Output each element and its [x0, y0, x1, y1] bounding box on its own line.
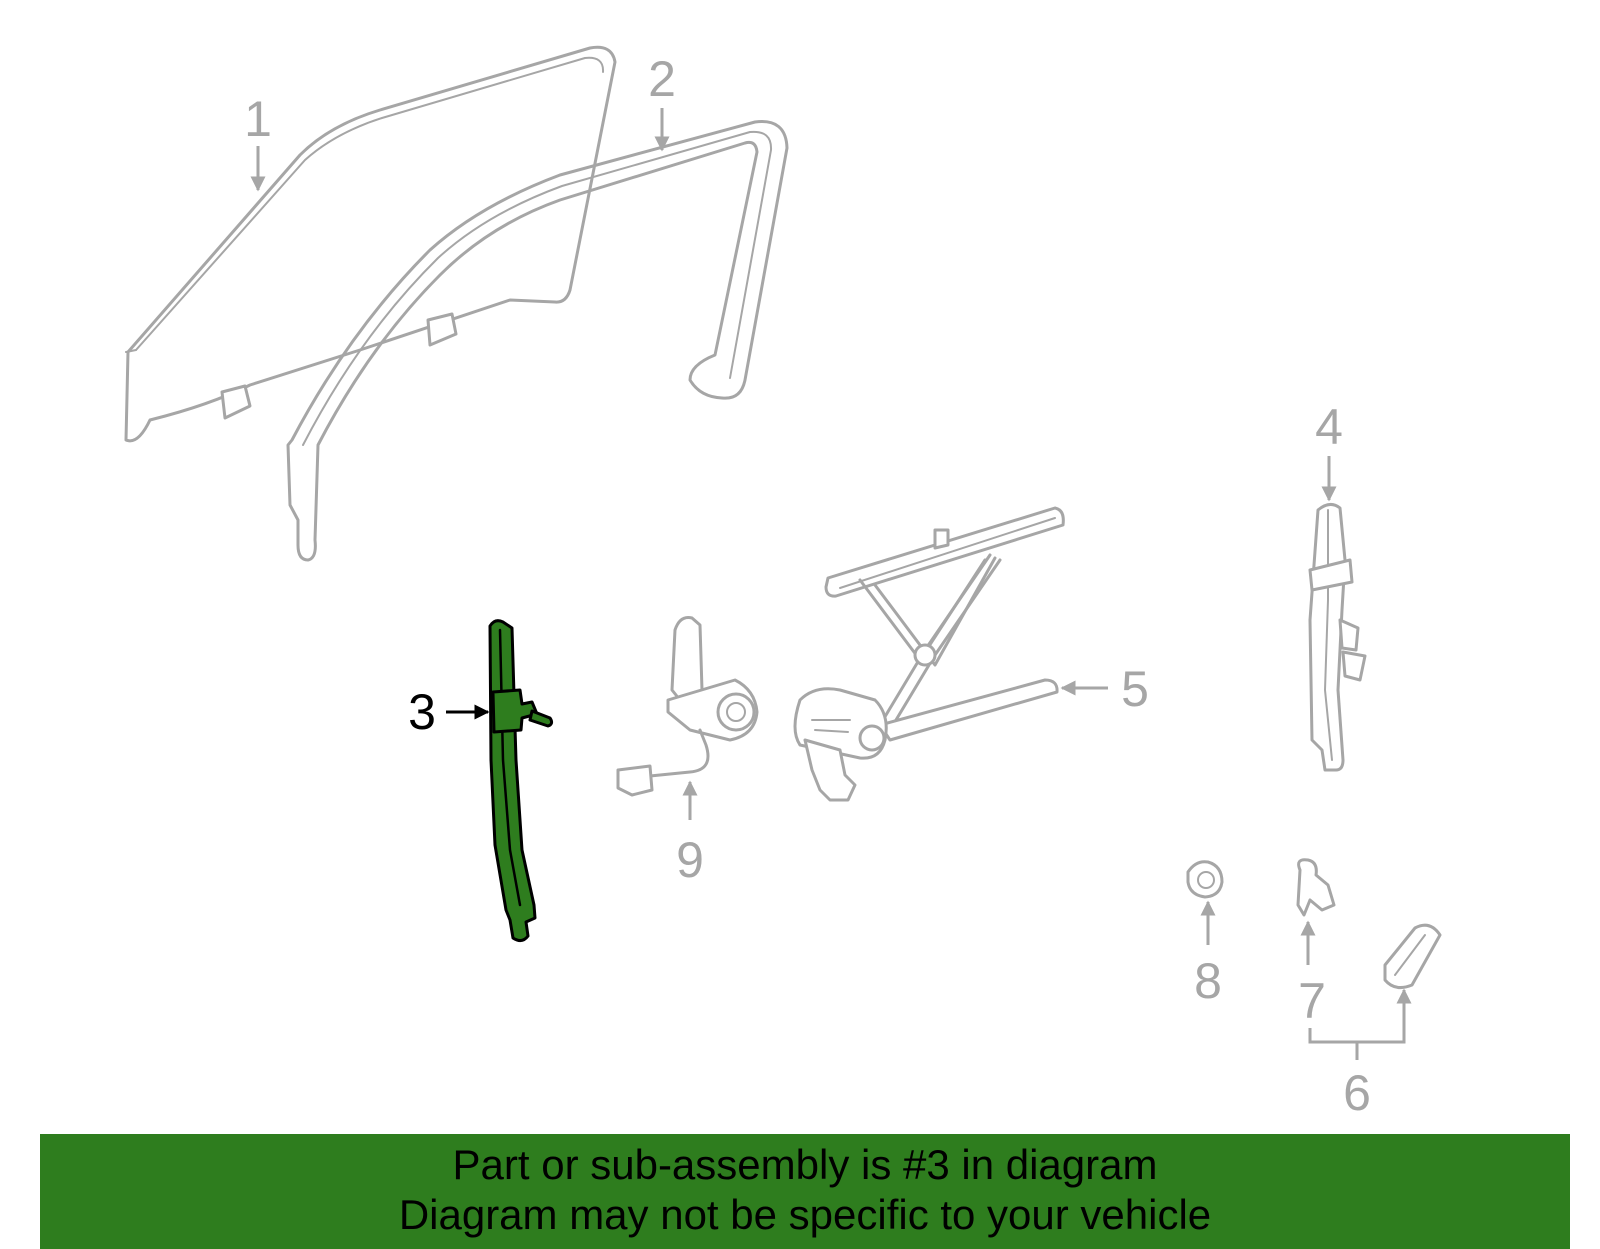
callout-4[interactable]: 4 — [1315, 399, 1343, 502]
callout-1-label: 1 — [244, 91, 272, 147]
callout-7-label: 7 — [1298, 973, 1326, 1029]
part-6-roller[interactable] — [1383, 923, 1442, 990]
callout-8[interactable]: 8 — [1194, 900, 1222, 1009]
callout-8-label: 8 — [1194, 953, 1222, 1009]
callout-3[interactable]: 3 — [408, 684, 490, 740]
part-9-motor[interactable] — [616, 616, 759, 797]
callout-5[interactable]: 5 — [1060, 661, 1149, 717]
part-5-regulator[interactable] — [793, 506, 1065, 802]
callout-3-label: 3 — [408, 684, 436, 740]
callout-5-label: 5 — [1121, 661, 1149, 717]
part-7-clip[interactable] — [1296, 858, 1336, 917]
callout-7[interactable]: 7 — [1298, 920, 1326, 1029]
part-3-window-rail[interactable] — [488, 619, 554, 943]
callout-4-label: 4 — [1315, 399, 1343, 455]
part-1-door-glass[interactable] — [124, 45, 617, 443]
part-4-rear-rail[interactable] — [1308, 503, 1367, 772]
callout-1[interactable]: 1 — [244, 91, 272, 192]
callout-9[interactable]: 9 — [676, 780, 704, 888]
callout-9-label: 9 — [676, 832, 704, 888]
callout-6[interactable]: 6 — [1308, 988, 1412, 1121]
banner-line-1: Part or sub-assembly is #3 in diagram — [452, 1141, 1158, 1188]
part-2-glass-run-channel[interactable] — [286, 120, 789, 562]
callout-2[interactable]: 2 — [648, 51, 676, 152]
callout-6-label: 6 — [1343, 1065, 1371, 1121]
callout-2-label: 2 — [648, 51, 676, 107]
info-banner: Part or sub-assembly is #3 in diagram Di… — [40, 1134, 1570, 1249]
part-8-nut[interactable] — [1186, 860, 1224, 899]
banner-line-2: Diagram may not be specific to your vehi… — [398, 1191, 1212, 1238]
